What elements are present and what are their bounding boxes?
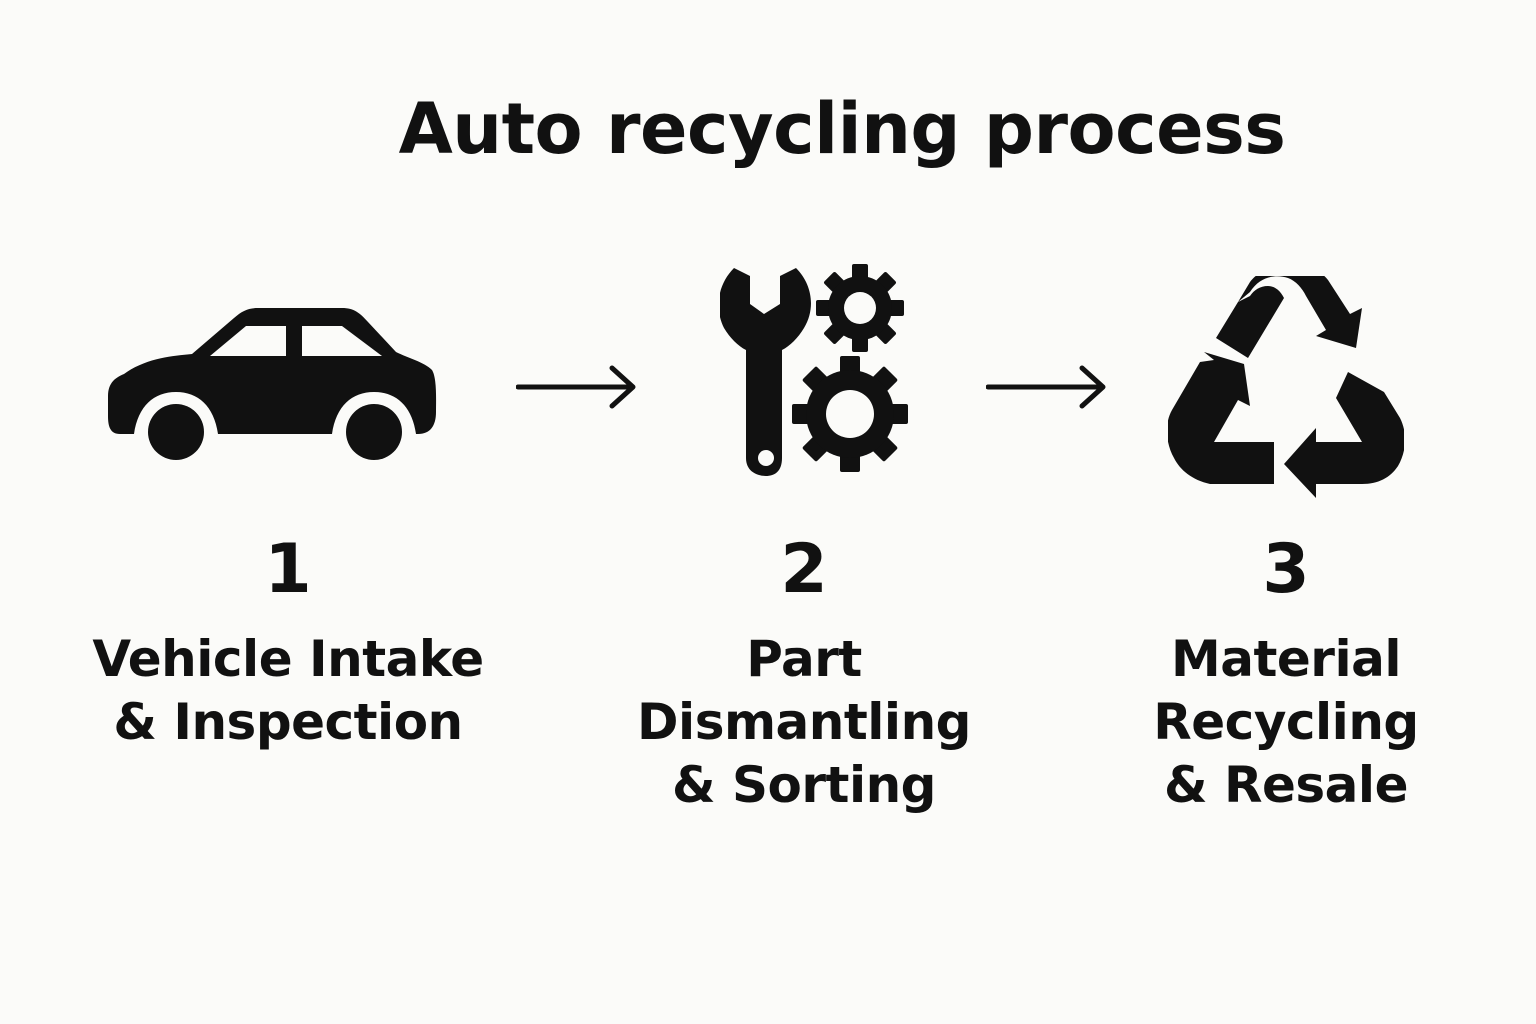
step-label-line: Dismantling — [637, 693, 971, 751]
arrow-right-icon — [985, 364, 1110, 414]
step-label-line: Recycling — [1153, 693, 1419, 751]
step-label-line: & Inspection — [113, 693, 463, 751]
wrench-gears-icon — [720, 262, 916, 476]
diagram-title: Auto recycling process — [398, 88, 1286, 170]
step-label: Vehicle Intake & Inspection — [88, 628, 488, 754]
step-number: 2 — [780, 530, 828, 609]
step-label-line: & Resale — [1164, 756, 1408, 814]
car-icon — [106, 304, 438, 464]
step-3: 3 Material Recycling & Resale — [1086, 536, 1486, 817]
step-label-line: & Sorting — [672, 756, 936, 814]
step-label-line: Vehicle Intake — [92, 630, 484, 688]
step-number: 3 — [1262, 530, 1310, 609]
step-number: 1 — [264, 530, 312, 609]
recycle-icon — [1168, 276, 1404, 504]
arrow-right-icon — [515, 364, 640, 414]
step-label-line: Material — [1171, 630, 1401, 688]
step-label: Part Dismantling & Sorting — [604, 628, 1004, 817]
step-1: 1 Vehicle Intake & Inspection — [88, 536, 488, 754]
step-label: Material Recycling & Resale — [1086, 628, 1486, 817]
step-2: 2 Part Dismantling & Sorting — [604, 536, 1004, 817]
step-label-line: Part — [746, 630, 862, 688]
